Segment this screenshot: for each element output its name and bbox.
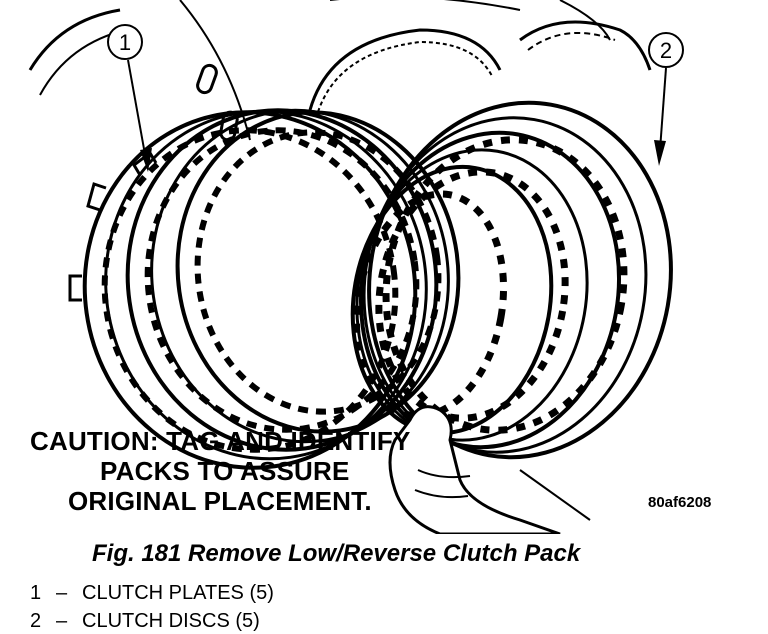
figure-title: Fig. 181 Remove Low/Reverse Clutch Pack: [92, 540, 581, 567]
legend-dash: –: [56, 582, 68, 604]
legend-item: 1–CLUTCH PLATES (5): [30, 582, 274, 605]
callout-1: 1: [107, 24, 152, 172]
caution-line-2: PACKS TO ASSURE: [100, 456, 350, 486]
legend-label: CLUTCH PLATES (5): [82, 582, 274, 604]
legend-item: 2–CLUTCH DISCS (5): [30, 610, 260, 633]
clutch-plates: [68, 108, 461, 470]
clutch-discs: [350, 100, 673, 460]
technician-hand: [388, 405, 591, 534]
legend-number: 1: [30, 582, 42, 604]
figure-code: 80af6208: [648, 494, 712, 511]
callout-1-arrowhead: [140, 148, 152, 172]
legend-dash: –: [56, 610, 68, 632]
callout-2-number: 2: [660, 38, 672, 63]
callout-1-number: 1: [119, 30, 131, 55]
caution-line-1: CAUTION: TAG AND IDENTIFY: [30, 426, 411, 456]
clutch-pack-illustration: 1 2: [28, 0, 684, 534]
legend-label: CLUTCH DISCS (5): [82, 610, 260, 632]
callout-2: 2: [648, 32, 684, 166]
caution-line-3: ORIGINAL PLACEMENT.: [68, 486, 372, 516]
callout-2-arrowhead: [654, 140, 666, 166]
background-housing: [28, 0, 652, 142]
legend-number: 2: [30, 610, 42, 632]
